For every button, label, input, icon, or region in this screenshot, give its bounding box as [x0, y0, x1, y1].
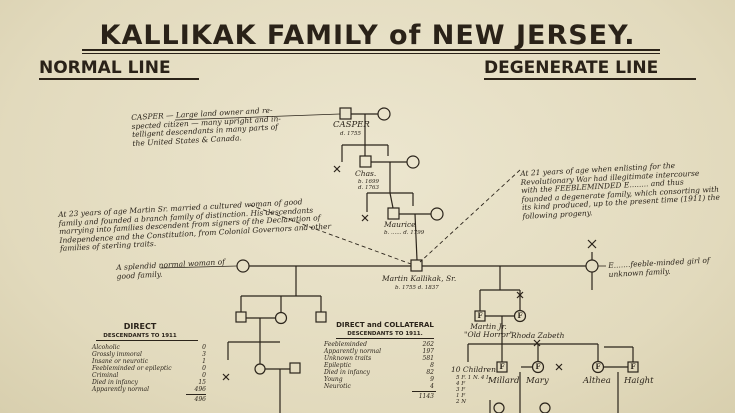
normal-line-underline: [39, 78, 199, 80]
collateral-row-value: 4: [430, 383, 434, 390]
collateral-row-value: 581: [422, 355, 434, 362]
collateral-row-value: 82: [426, 369, 434, 376]
direct-row-label: Died in infancy: [92, 379, 138, 386]
martin-sr-name: Martin Kallikak, Sr.: [382, 274, 457, 283]
collateral-row-value: 262: [422, 341, 434, 348]
collateral-total: 1143: [418, 393, 434, 400]
direct-total: 496: [194, 396, 206, 403]
haight-name: Haight: [624, 376, 654, 386]
feebleminded-symbol-mary: F: [535, 362, 541, 371]
casper-name: CASPER: [333, 120, 370, 130]
collateral-total-rule: [412, 391, 436, 392]
maurice-dates: b. ...... d. 1799: [384, 230, 425, 236]
direct-row-label: Insane or neurotic: [92, 358, 149, 365]
direct-row-value: 0: [202, 372, 206, 379]
maurice-wife-symbol: [430, 207, 444, 221]
collateral-row-label: Young: [324, 376, 343, 383]
chas-symbol: [359, 155, 372, 168]
collateral-table-title: DIRECT and COLLATERAL: [336, 321, 434, 329]
feebleminded-symbol-althea: F: [595, 362, 601, 371]
direct-row-label: Grossly immoral: [92, 351, 142, 358]
direct-row-value: 0: [202, 365, 206, 372]
casper-date: d. 1755: [340, 131, 362, 137]
direct-row-label: Alcoholic: [92, 344, 120, 351]
direct-table-rule: [96, 340, 198, 341]
direct-row-label: Apparently normal: [92, 386, 150, 393]
casper-wife-symbol: [377, 107, 391, 121]
chas-name: Chas.: [355, 169, 377, 178]
title-underline: [82, 49, 660, 51]
mary-name: Mary: [526, 376, 549, 386]
feebleminded-symbol-rhoda: F: [517, 311, 523, 320]
chart-title: KALLIKAK FAMILY of NEW JERSEY.: [99, 20, 636, 51]
degenerate-line-heading: DEGENERATE LINE: [484, 58, 659, 78]
maurice-symbol: [387, 207, 400, 220]
direct-row-value: 1: [202, 358, 206, 365]
collateral-row-label: Apparently normal: [324, 348, 382, 355]
collateral-row-value: 9: [430, 376, 434, 383]
degenerate-origin-note: At 21 years of age when enlisting for th…: [519, 160, 721, 221]
direct-row-value: 15: [198, 379, 206, 386]
martin-jr-name: Martin Jr. "Old Horror": [464, 322, 513, 339]
millard-name: Millard: [488, 376, 520, 386]
collateral-row-label: Epileptic: [324, 362, 352, 369]
direct-table-title: DIRECT: [123, 322, 157, 331]
collateral-row-value: 197: [422, 348, 434, 355]
ten-children-label: 10 Children: [451, 365, 496, 374]
direct-row-value: 3: [202, 351, 206, 358]
normal-line-heading: NORMAL LINE: [39, 58, 171, 78]
maurice-name: Maurice: [384, 220, 416, 229]
collateral-row-value: 8: [430, 362, 434, 369]
martin-sr-dates: b. 1755 d. 1837: [395, 285, 439, 291]
direct-row-label: Feebleminded or epileptic: [92, 365, 172, 372]
direct-table-subtitle: DESCENDANTS TO 1911: [103, 333, 177, 339]
feebleminded-symbol-martin-jr: F: [477, 311, 483, 320]
collateral-row-label: Unknown traits: [324, 355, 372, 362]
direct-row-label: Criminal: [92, 372, 119, 379]
chas-wife-symbol: [406, 155, 420, 169]
collateral-row-label: Feebleminded: [324, 341, 367, 348]
casper-symbol: [339, 107, 352, 120]
direct-total-rule: [186, 394, 206, 395]
collateral-row-label: Neurotic: [324, 383, 351, 390]
feebleminded-symbol-haight: F: [630, 362, 636, 371]
collateral-row-label: Died in infancy: [324, 369, 370, 376]
chas-dates: b. 1699 d. 1763: [358, 179, 380, 191]
collateral-table-subtitle: DESCENDANTS TO 1911.: [347, 331, 423, 337]
ten-children-breakdown: 5 F. 1 N. 4 I. 4 F 3 F 1 F 2 N: [456, 375, 491, 405]
rhoda-zabeth-name: Rhoda Zabeth: [511, 331, 565, 340]
degenerate-line-underline: [484, 78, 696, 80]
feebleminded-girl-symbol: [585, 259, 599, 273]
direct-row-value: 0: [202, 344, 206, 351]
althea-name: Althea: [583, 376, 611, 386]
collateral-table-rule: [336, 338, 434, 339]
title-underline-2: [82, 53, 660, 54]
direct-row-value: 496: [194, 386, 206, 393]
feebleminded-symbol-millard: F: [499, 362, 505, 371]
